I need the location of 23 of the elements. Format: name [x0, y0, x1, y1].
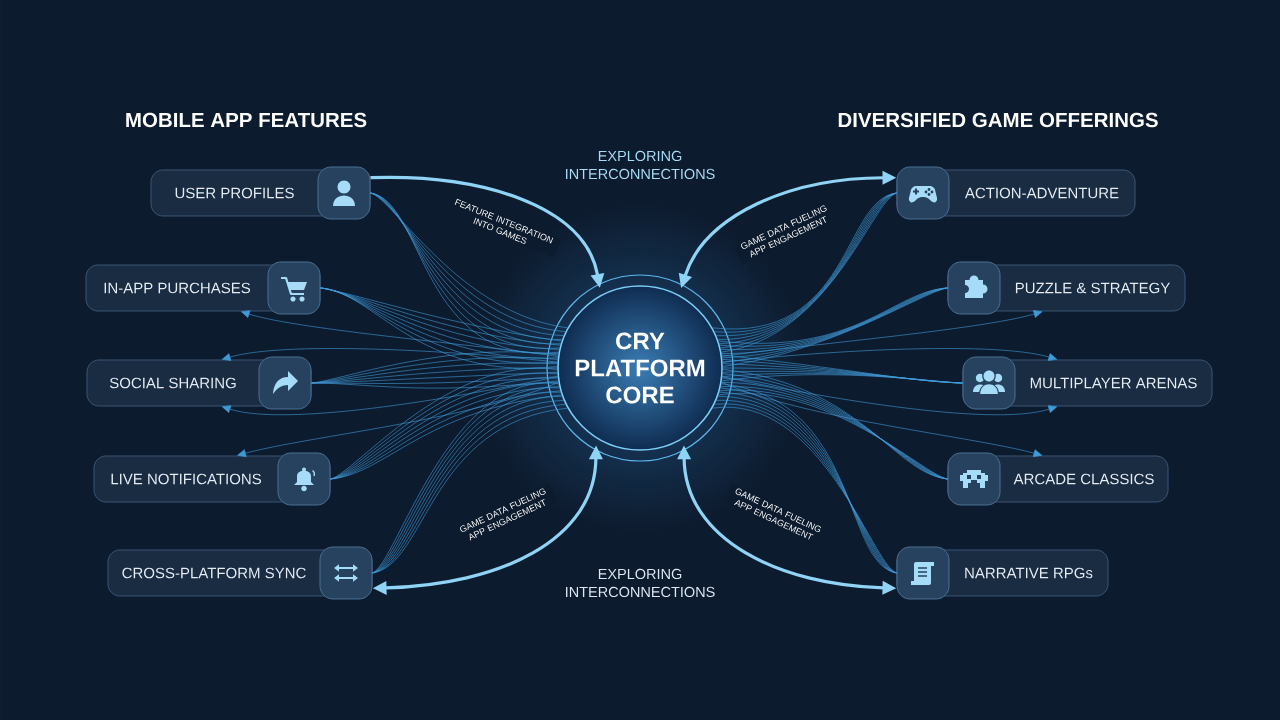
fiber-lines — [712, 383, 897, 574]
fiber-lines — [320, 287, 562, 369]
arrow — [721, 382, 1043, 458]
arrow — [722, 348, 1058, 363]
core-sphere: CRY PLATFORM CORE — [557, 285, 723, 451]
subheading: EXPLORING INTERCONNECTIONS — [566, 150, 715, 180]
heading: DIVERSIFIED GAME OFFERINGS — [838, 112, 1158, 128]
arrow — [237, 382, 559, 458]
fiber-lines — [370, 192, 568, 353]
fiber-lines — [330, 368, 562, 480]
subheading: EXPLORING INTERCONNECTIONS — [566, 568, 715, 598]
heading: MOBILE APP FEATURES — [126, 112, 367, 128]
fiber-lines — [721, 354, 963, 384]
arrow — [722, 376, 1058, 415]
arrow — [221, 348, 558, 363]
fiber-lines — [311, 351, 559, 389]
fiber-lines — [718, 287, 948, 367]
arrow — [241, 310, 559, 357]
fiber-lines — [718, 369, 948, 480]
fiber-lines — [372, 383, 568, 574]
arrow — [721, 310, 1043, 357]
fiber-lines — [712, 192, 897, 353]
arrow — [221, 376, 558, 415]
